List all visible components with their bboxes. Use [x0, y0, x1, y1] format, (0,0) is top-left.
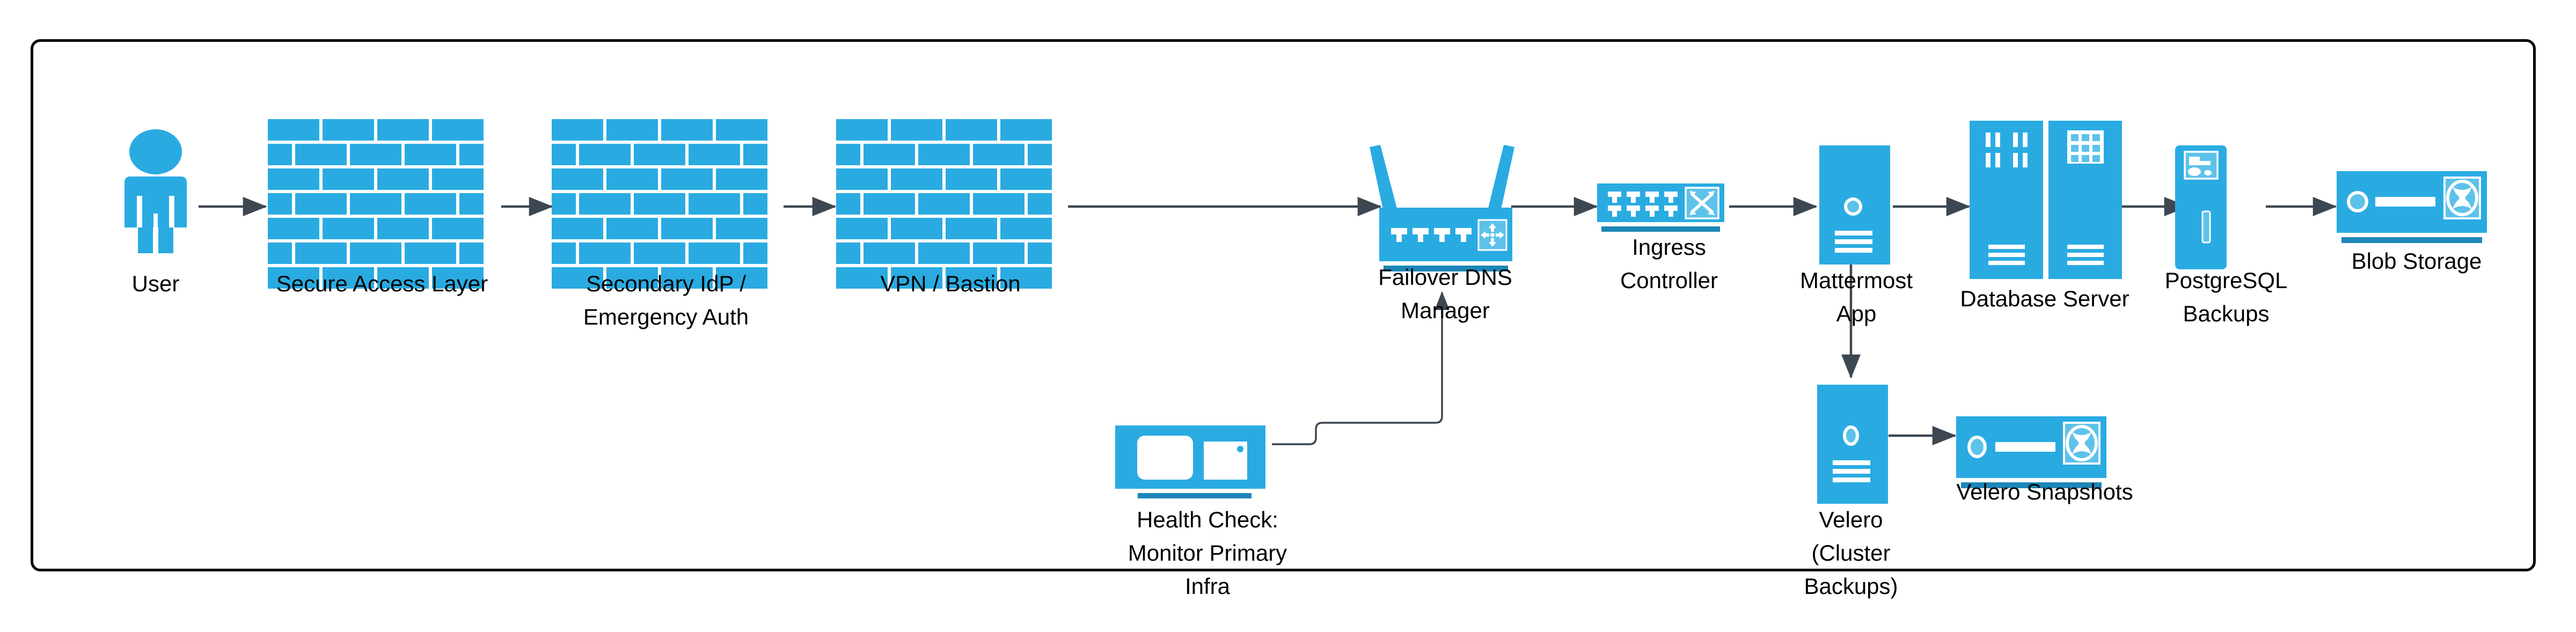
diagram-boundary-frame: [31, 39, 2536, 571]
server-tower-icon-mattermost[interactable]: [1819, 145, 1890, 264]
server-tower-icon-velero[interactable]: [1817, 385, 1888, 504]
wireless-router-icon[interactable]: [1370, 145, 1514, 271]
backup-tower-icon[interactable]: [2175, 145, 2227, 269]
firewall-brick-wall-icon-secondary-idp[interactable]: [552, 119, 767, 289]
connector-health-check-to-failover-dns: [1272, 291, 1450, 445]
storage-array-icon-velero-snapshots[interactable]: [1956, 416, 2106, 488]
firewall-brick-wall-icon-secure-access[interactable]: [268, 119, 484, 289]
storage-array-icon-blob[interactable]: [2337, 171, 2487, 243]
firewall-brick-wall-icon-vpn-bastion[interactable]: [836, 119, 1052, 289]
user-person-icon[interactable]: [125, 129, 187, 253]
monitor-display-icon[interactable]: [1115, 425, 1265, 498]
server-rack-pair-icon[interactable]: [1970, 121, 2122, 279]
network-switch-icon[interactable]: [1597, 183, 1724, 232]
